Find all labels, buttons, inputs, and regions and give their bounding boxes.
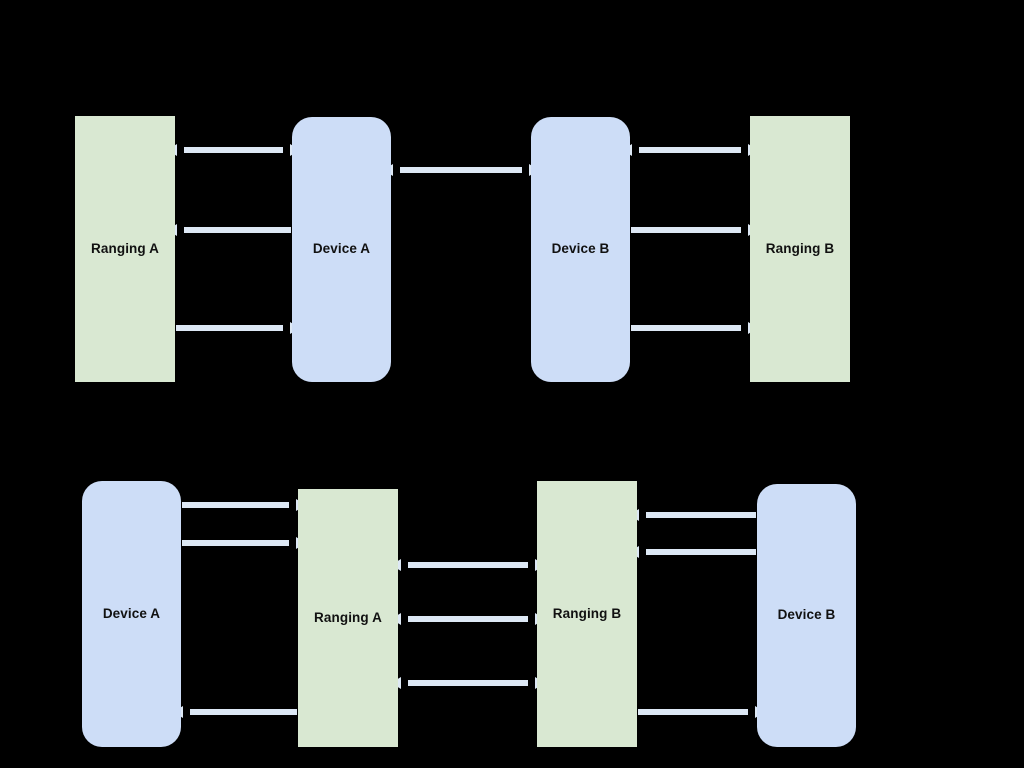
node-label: Device B [777, 607, 836, 623]
node-bot-ranging-b[interactable]: Ranging B [537, 481, 637, 747]
node-label: Device A [102, 605, 161, 621]
arrow-shaft [631, 325, 741, 331]
node-label: Ranging A [314, 609, 382, 625]
arrow-shaft [639, 147, 741, 153]
arrow-shaft [646, 512, 756, 518]
node-label: Ranging B [552, 605, 622, 621]
arrow-shaft [400, 167, 522, 173]
arrow-shaft [182, 502, 289, 508]
arrow-shaft [408, 616, 528, 622]
node-bot-device-b[interactable]: Device B [757, 484, 856, 747]
arrow-shaft [184, 147, 283, 153]
arrow-shaft [638, 709, 748, 715]
arrow-shaft [408, 680, 528, 686]
arrow-shaft [631, 227, 741, 233]
arrow-shaft [190, 709, 297, 715]
arrow-shaft [176, 325, 283, 331]
arrow-shaft [646, 549, 756, 555]
arrow-shaft [408, 562, 528, 568]
node-bot-device-a[interactable]: Device A [82, 481, 181, 747]
node-bot-ranging-a[interactable]: Ranging A [298, 489, 398, 747]
arrow-shaft [182, 540, 289, 546]
arrow-shaft [184, 227, 291, 233]
